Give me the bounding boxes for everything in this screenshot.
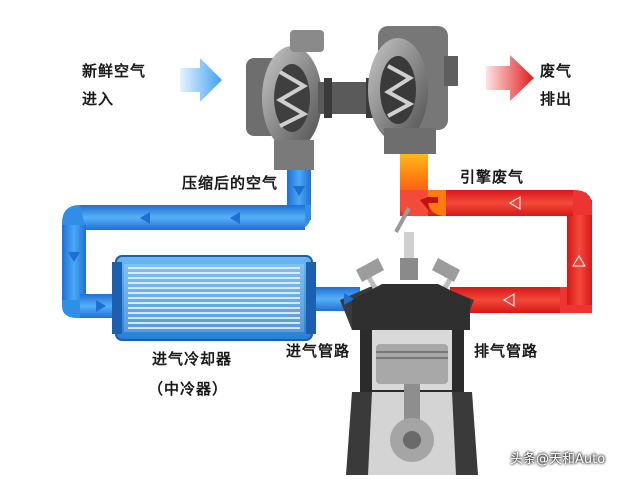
fresh-air-label: 新鲜空气 bbox=[82, 62, 147, 80]
exhaust-out-label: 废气 bbox=[540, 62, 573, 80]
exhaust-out-arrow bbox=[486, 55, 534, 101]
intercooler bbox=[112, 255, 316, 341]
compressed-air-label: 压缩后的空气 bbox=[182, 174, 279, 192]
flow-arrow bbox=[68, 252, 80, 262]
exhaust-flow-arrows bbox=[503, 196, 586, 307]
intercooler-label-2: （中冷器） bbox=[148, 380, 229, 398]
intercooler-label: 进气冷却器 bbox=[152, 350, 233, 368]
flow-arrow bbox=[503, 293, 515, 307]
fresh-air-arrow bbox=[180, 58, 222, 102]
fresh-air-label-2: 进入 bbox=[82, 90, 115, 108]
cold-air-flow-arrows bbox=[68, 186, 354, 312]
engine-exhaust-label: 引擎废气 bbox=[460, 168, 525, 186]
engine-cylinder bbox=[340, 207, 478, 475]
exhaust-up-arrow bbox=[420, 197, 438, 212]
turbocharger bbox=[246, 26, 458, 170]
flow-arrow bbox=[230, 212, 240, 224]
watermark: 头条@天和Auto bbox=[510, 452, 606, 467]
intake-manifold-label: 进气管路 bbox=[286, 342, 351, 360]
flow-arrow bbox=[140, 212, 150, 224]
flow-arrow bbox=[344, 293, 354, 305]
flow-arrow bbox=[96, 300, 106, 312]
flow-arrow bbox=[293, 186, 305, 196]
exhaust-out-label-2: 排出 bbox=[540, 90, 573, 108]
flow-arrow bbox=[509, 196, 521, 210]
flow-arrow bbox=[572, 255, 586, 267]
cold-air-pipe bbox=[62, 168, 360, 318]
exhaust-manifold-label: 排气管路 bbox=[474, 342, 539, 360]
